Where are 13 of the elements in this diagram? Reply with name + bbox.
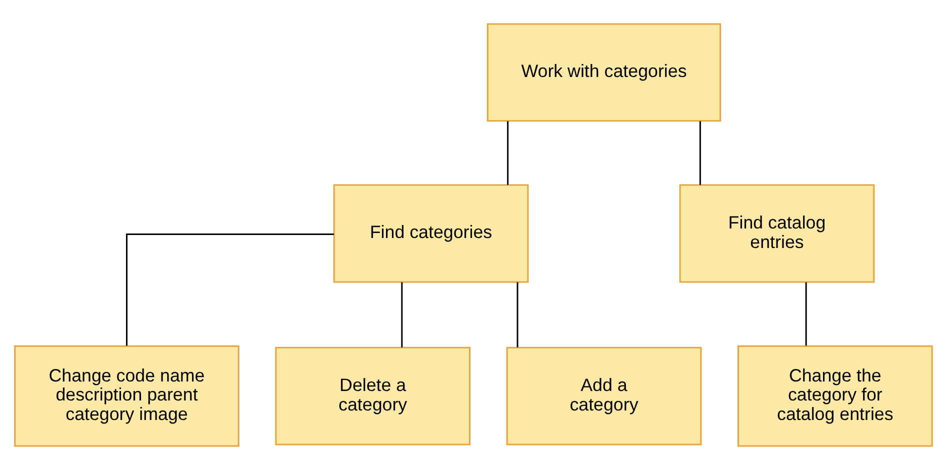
connector bbox=[699, 121, 701, 185]
node-box: Find categories bbox=[333, 184, 529, 283]
connector bbox=[126, 234, 334, 346]
connector bbox=[507, 121, 509, 185]
node-box: Find catalog entries bbox=[679, 184, 875, 283]
node-box: Change code name description parent category image bbox=[14, 345, 240, 447]
connector bbox=[401, 282, 403, 348]
connector bbox=[516, 282, 518, 348]
node-box: Delete a category bbox=[275, 346, 471, 446]
node-box: Change the category for catalog entries bbox=[737, 345, 933, 447]
node-box: Work with categories bbox=[486, 23, 722, 122]
connector bbox=[805, 282, 807, 346]
node-box: Add a category bbox=[506, 346, 702, 446]
